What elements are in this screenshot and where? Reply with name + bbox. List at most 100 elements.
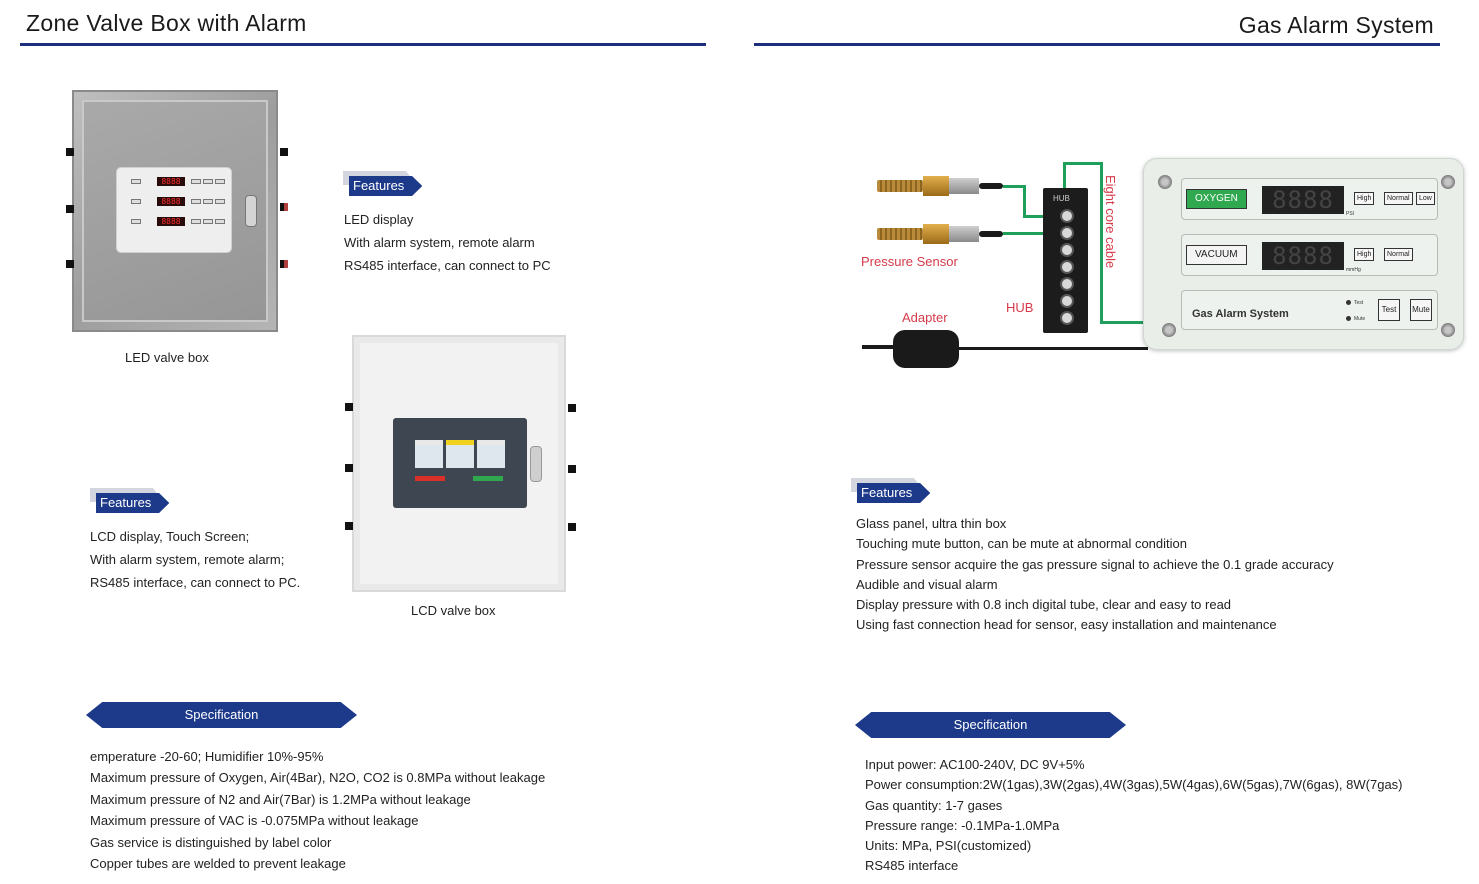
led-indicator-icon (215, 179, 225, 184)
sensor-cap (949, 226, 979, 242)
adapter-label: Adapter (902, 310, 948, 325)
oxygen-unit: PSI (1346, 211, 1355, 217)
hub-terminal-icon (1060, 294, 1074, 308)
hub-terminal-block: HUB (1043, 188, 1088, 333)
led-box-hinge-icon (280, 203, 288, 211)
lcd-box-hinge-icon (568, 465, 576, 473)
left-specification-list: emperature -20-60; Humidifier 10%-95% Ma… (90, 746, 545, 874)
led-box-hinge-icon (280, 260, 288, 268)
sensor-fitting (877, 228, 923, 240)
sensor-body (923, 176, 949, 196)
led-indicator-icon (191, 199, 201, 204)
sensor-wire (1023, 185, 1026, 217)
sensor-wire (1003, 185, 1025, 188)
led-indicator-icon (191, 179, 201, 184)
zone-valve-title: Zone Valve Box with Alarm (26, 10, 307, 36)
sensor-cable (979, 183, 1003, 189)
feature-item: Touching mute button, can be mute at abn… (856, 536, 1187, 552)
hub-label: HUB (1006, 300, 1034, 315)
pressure-sensor-icon (877, 224, 1003, 244)
led-indicator-icon (215, 199, 225, 204)
mute-led-icon (1346, 316, 1351, 321)
oxygen-label: OXYGEN (1186, 189, 1247, 209)
lcd-box-hinge-icon (568, 404, 576, 412)
sensor-wire (1023, 215, 1059, 218)
led-box-hinge-icon (66, 205, 74, 213)
oxygen-normal-indicator: Normal (1384, 192, 1413, 205)
lcd-gas-tile (477, 440, 505, 468)
led-valve-box-image (72, 90, 278, 332)
spec-item: Maximum pressure of VAC is -0.075MPa wit… (90, 813, 419, 829)
led-valve-box-caption: LED valve box (125, 350, 209, 365)
screw-icon (1441, 323, 1455, 337)
pressure-sensor-label: Pressure Sensor (861, 254, 958, 269)
lcd-status-bar (415, 476, 445, 481)
spec-item: Input power: AC100-240V, DC 9V+5% (865, 757, 1085, 772)
led-digit-display: 8888 (157, 177, 185, 186)
sensor-cap (949, 178, 979, 194)
led-digit-display: 8888 (157, 197, 185, 206)
lcd-valve-box-caption: LCD valve box (411, 603, 496, 618)
spec-item: Gas quantity: 1-7 gases (865, 797, 1003, 813)
lcd-box-hinge-icon (345, 464, 353, 472)
spec-item: Units: MPa, PSI(customized) (865, 838, 1032, 854)
hub-terminal-icon (1060, 311, 1074, 325)
led-indicator-icon (191, 219, 201, 224)
feature-item: RS485 interface, can connect to PC. (90, 575, 301, 590)
adapter-cable (862, 345, 896, 349)
lcd-box-hinge-icon (568, 523, 576, 531)
led-box-hinge-icon (66, 260, 74, 268)
hub-terminal-icon (1060, 226, 1074, 240)
lcd-touch-screen (393, 418, 527, 508)
feature-item: Display pressure with 0.8 inch digital t… (856, 597, 1232, 613)
adapter-cable (958, 347, 1148, 350)
gas-alarm-features-list: Glass panel, ultra thin box Touching mut… (856, 514, 1334, 636)
test-led-icon (1346, 300, 1351, 305)
oxygen-high-indicator: High (1354, 192, 1375, 205)
led-gas-label-icon (131, 199, 141, 204)
spec-item: Copper tubes are welded to prevent leaka… (90, 856, 346, 872)
panel-system-title: Gas Alarm System (1192, 308, 1289, 320)
sensor-body (923, 224, 949, 244)
lcd-gas-tile (415, 440, 443, 468)
led-indicator-icon (203, 199, 213, 204)
gas-alarm-title: Gas Alarm System (1238, 12, 1434, 38)
hub-terminal-icon (1060, 243, 1074, 257)
pressure-sensor-icon (877, 176, 1003, 196)
vacuum-digit-display: 8888 (1262, 242, 1344, 270)
title-divider-right (754, 43, 1440, 46)
led-features-list: LED display With alarm system, remote al… (344, 208, 551, 277)
lcd-box-hinge-icon (345, 403, 353, 411)
feature-item: Using fast connection head for sensor, e… (856, 617, 1277, 633)
lcd-box-hinge-icon (345, 522, 353, 530)
features-tag-label: Features (857, 483, 931, 503)
lcd-status-bar (473, 476, 503, 481)
features-tag-label: Features (349, 176, 423, 196)
sensor-cable (979, 231, 1003, 237)
eight-core-cable-label: Eight core cable (1103, 175, 1118, 269)
eight-core-cable (1100, 321, 1144, 324)
led-box-hinge-icon (280, 148, 288, 156)
eight-core-cable (1100, 162, 1103, 324)
hub-terminal-icon (1060, 277, 1074, 291)
title-divider-left (20, 43, 706, 46)
led-digit-display: 8888 (157, 217, 185, 226)
feature-item: Pressure sensor acquire the gas pressure… (856, 556, 1334, 572)
power-adapter-icon (893, 330, 959, 368)
sensor-fitting (877, 180, 923, 192)
lcd-features-list: LCD display, Touch Screen; With alarm sy… (90, 525, 300, 594)
screw-icon (1162, 323, 1176, 337)
spec-item: Maximum pressure of Oxygen, Air(4Bar), N… (90, 770, 546, 786)
oxygen-low-indicator: Low (1416, 192, 1435, 205)
spec-item: RS485 interface (865, 858, 959, 874)
screw-icon (1158, 175, 1172, 189)
feature-item: With alarm system, remote alarm; (90, 552, 285, 567)
led-box-handle-icon (245, 195, 257, 227)
vacuum-label: VACUUM (1186, 245, 1247, 265)
hub-terminal-icon (1060, 209, 1074, 223)
left-specification-banner: Specification (86, 702, 357, 728)
led-indicator-icon (203, 219, 213, 224)
screw-icon (1441, 175, 1455, 189)
feature-item: Audible and visual alarm (856, 576, 998, 592)
led-gas-label-icon (131, 179, 141, 184)
